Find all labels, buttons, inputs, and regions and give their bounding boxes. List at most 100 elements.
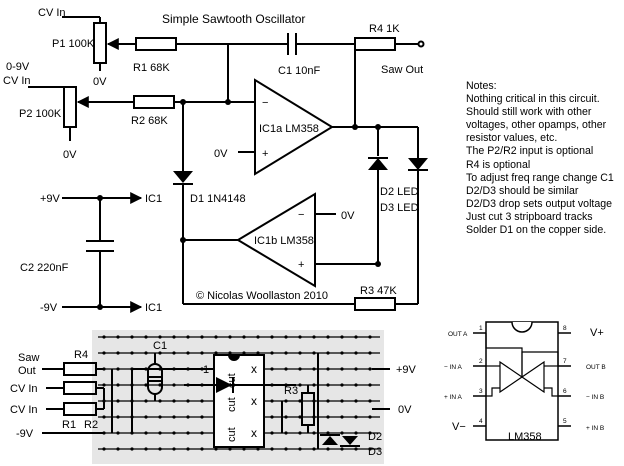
pin-3-number: 3 [479,388,483,395]
strip-cut-3: cut [226,427,238,442]
strip-r2-resistor [63,402,97,416]
strip-hole [200,447,204,451]
strip-hole [368,431,372,435]
strip-cv-in-2-label: CV In [10,404,38,416]
strip-hole [312,383,316,387]
pin-v-minus-label: V− [452,421,466,433]
p2-potentiometer [28,86,126,141]
strip-hole [200,431,204,435]
strip-cut-2: cut [226,397,238,412]
strip-hole [368,447,372,451]
strip-hole [102,447,106,451]
saw-out-label: Saw Out [381,64,423,76]
c2-label: C2 220nF [20,262,69,274]
strip-plus9v-label: +9V [396,364,417,376]
minus9v-label: -9V [40,302,58,314]
strip-hole [172,447,176,451]
strip-hole [200,351,204,355]
strip-hole [256,335,260,339]
ic1a-label: IC1a LM358 [259,123,319,135]
strip-hole [158,447,162,451]
strip-hole [298,367,302,371]
strip-hole [270,335,274,339]
pin-6-number: 6 [563,388,567,395]
strip-hole [326,415,330,419]
strip-hole [242,447,246,451]
schematic-title: Simple Sawtooth Oscillator [162,12,305,26]
strip-hole [270,351,274,355]
strip-hole [186,351,190,355]
strip-hole [298,399,302,403]
pin-1-number: 1 [479,325,483,332]
strip-hole [284,351,288,355]
strip-hole [102,415,106,419]
pin-out-a-label: OUT A [448,331,468,338]
notes-line: The P2/R2 input is optional [466,145,594,158]
strip-hole [200,335,204,339]
ic1-top-label: IC1 [145,193,162,205]
strip-hole [326,431,330,435]
strip-hole [368,383,372,387]
strip-hole [326,335,330,339]
pin-5-number: 5 [563,418,567,425]
strip-hole [186,447,190,451]
strip-x-2: x [251,394,257,408]
strip-hole [116,383,120,387]
strip-hole [368,367,372,371]
strip-hole [270,431,274,435]
strip-hole [284,335,288,339]
strip-hole [102,383,106,387]
strip-hole [186,399,190,403]
p2-zero-v-label: 0V [63,149,77,161]
strip-hole [158,335,162,339]
strip-hole [102,351,106,355]
strip-hole [326,399,330,403]
ic1b-zero-v-label: 0V [341,210,355,222]
strip-hole [270,399,274,403]
strip-hole [326,447,330,451]
d3-led [408,158,428,171]
pin-out-b-label: OUT B [586,364,606,371]
c1-label: C1 10nF [278,65,320,77]
strip-hole [144,383,148,387]
strip-hole [270,447,274,451]
strip-hole [354,399,358,403]
strip-hole [368,399,372,403]
strip-c1-label: C1 [153,340,167,352]
strip-hole [172,335,176,339]
strip-hole [214,447,218,451]
strip-hole [326,383,330,387]
r3-label: R3 47K [360,285,397,297]
lm358-chip-label: LM358 [508,431,542,443]
strip-hole [312,367,316,371]
strip-hole [186,431,190,435]
notes-line: resistor values, etc. [466,132,558,145]
strip-hole [326,351,330,355]
strip-hole [340,415,344,419]
strip-hole [340,367,344,371]
strip-d3-label: D3 [368,446,382,458]
d2-led [368,157,388,170]
strip-r1-resistor [63,381,97,395]
strip-hole [242,351,246,355]
cv-range-label: 0-9V [6,61,30,73]
strip-hole [340,399,344,403]
pin-2-number: 2 [479,358,483,365]
strip-hole [130,351,134,355]
strip-hole [172,351,176,355]
strip-hole [116,351,120,355]
strip-hole [298,335,302,339]
plus9v-label: +9V [40,193,61,205]
ic1a-zero-v-label: 0V [214,148,228,160]
r2-label: R2 68K [131,115,168,127]
ic1b-label: IC1b LM358 [254,235,314,247]
strip-hole [298,447,302,451]
strip-hole [200,399,204,403]
cv-in-1-label: CV In [38,7,66,19]
notes-line: D2/D3 drop sets output voltage [466,197,613,210]
strip-hole [116,447,120,451]
strip-hole [158,351,162,355]
notes-line: R4 is optional [466,158,531,171]
strip-hole [144,447,148,451]
strip-hole [172,415,176,419]
